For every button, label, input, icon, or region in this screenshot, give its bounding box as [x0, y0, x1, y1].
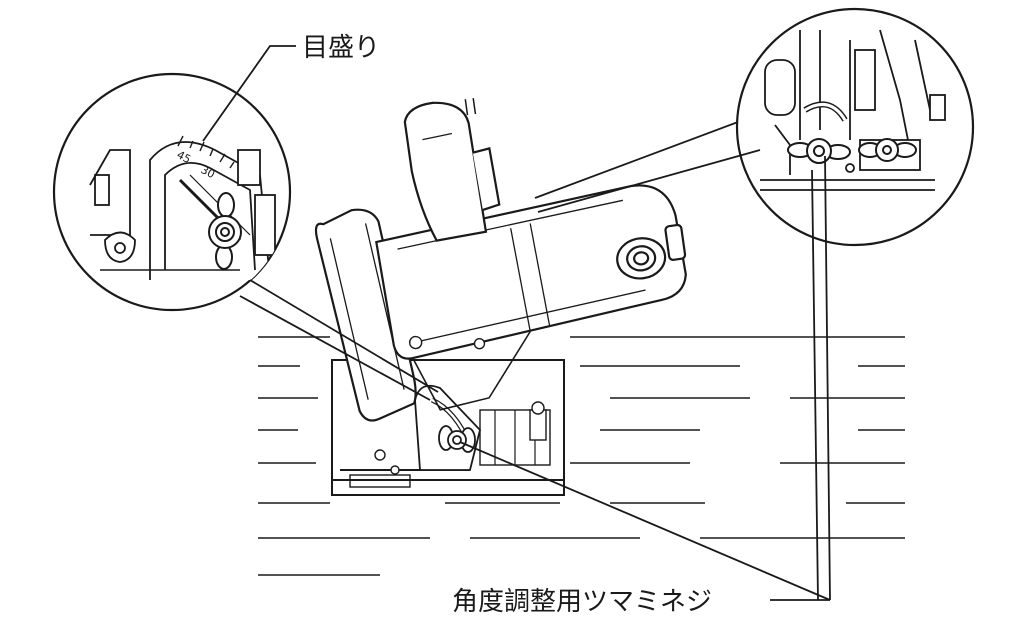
- knob-detail-callout: [735, 7, 975, 247]
- workpiece-board: [258, 336, 905, 576]
- bevel-knob-zoomed-left: [208, 192, 242, 270]
- scale-label: 目盛り: [302, 33, 380, 63]
- bevel-knob-main: [438, 425, 476, 453]
- scale-tick-30: 30: [199, 163, 217, 181]
- callout-lines: [202, 45, 831, 601]
- rear-handle: [403, 101, 488, 242]
- bevel-knob-label: 角度調整用ツマミネジ: [452, 587, 712, 617]
- bevel-knob-zoomed-right-2: [858, 138, 917, 162]
- blade-guard: [314, 208, 417, 422]
- scale-tick-45: 45: [175, 148, 193, 166]
- scale-detail-callout: 45 30: [52, 72, 292, 312]
- circular-saw: [314, 98, 687, 422]
